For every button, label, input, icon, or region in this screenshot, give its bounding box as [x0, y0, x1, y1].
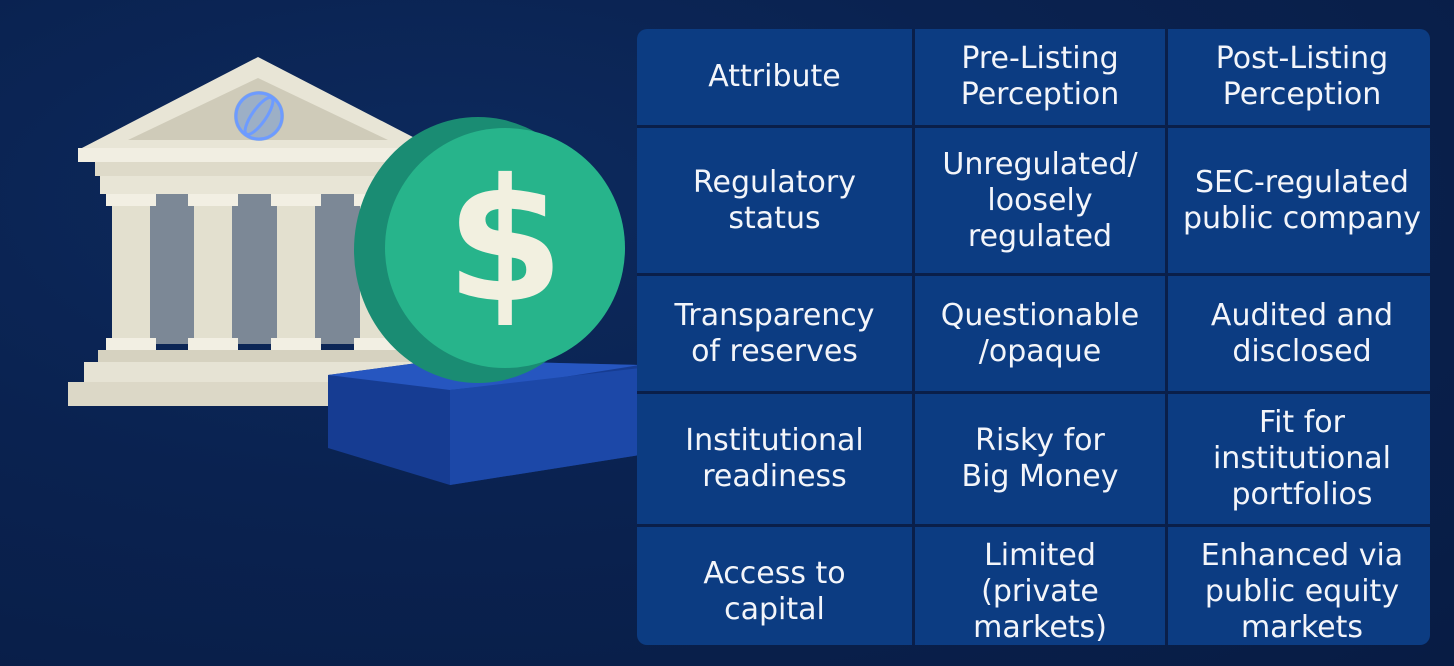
row-capital-pre: Limited (private markets) [915, 527, 1165, 645]
row-institutional-attribute: Institutional readiness [637, 394, 912, 524]
pedestal [328, 360, 640, 485]
row-transparency-attribute: Transparency of reserves [637, 276, 912, 391]
row-transparency-post: Audited and disclosed [1168, 276, 1430, 391]
header-post-listing: Post-Listing Perception [1168, 29, 1430, 125]
comparison-table: Attribute Pre-Listing Perception Post-Li… [637, 29, 1430, 645]
header-pre-listing: Pre-Listing Perception [915, 29, 1165, 125]
illustration: $ [68, 57, 640, 485]
row-transparency-pre: Questionable /opaque [915, 276, 1165, 391]
row-capital-post: Enhanced via public equity markets [1168, 527, 1430, 645]
row-institutional-pre: Risky for Big Money [915, 394, 1165, 524]
dollar-coin-icon: $ [354, 117, 625, 383]
row-capital-attribute: Access to capital [637, 527, 912, 645]
row-regulatory-attribute: Regulatory status [637, 128, 912, 273]
header-attribute: Attribute [637, 29, 912, 125]
dollar-symbol: $ [446, 143, 564, 341]
globe-emblem-icon [234, 91, 284, 141]
row-regulatory-post: SEC-regulated public company [1168, 128, 1430, 273]
row-institutional-post: Fit for institutional portfolios [1168, 394, 1430, 524]
row-regulatory-pre: Unregulated/ loosely regulated [915, 128, 1165, 273]
